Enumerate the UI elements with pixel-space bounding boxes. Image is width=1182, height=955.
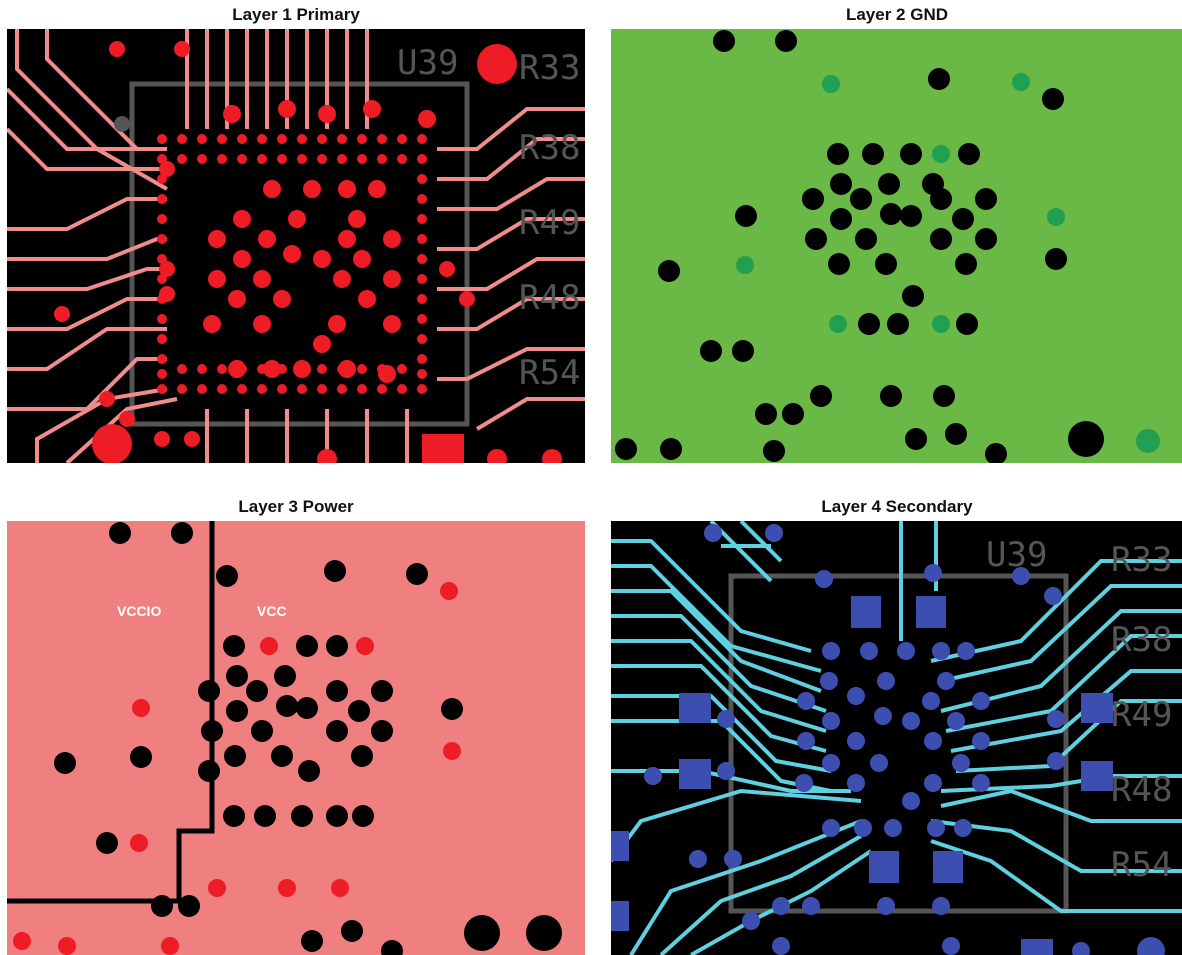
silk-r33: R33 <box>1111 540 1172 580</box>
secondary-pads <box>611 524 1165 955</box>
layer-3-title: Layer 3 Power <box>238 497 354 516</box>
silk-r49: R49 <box>519 203 580 243</box>
layer-2-title: Layer 2 GND <box>845 5 949 24</box>
component-outline <box>728 573 1069 914</box>
silk-r48: R48 <box>1111 770 1172 810</box>
layer-1-title: Layer 1 Primary <box>232 5 360 24</box>
silk-r49: R49 <box>1111 695 1172 735</box>
power-connected-vias <box>13 582 461 955</box>
layer-1-board-view: U39 R33 R38 R49 R48 R54 <box>7 29 585 463</box>
layer-2-board-view <box>611 29 1182 463</box>
silk-ref: U39 <box>986 535 1047 575</box>
silk-r33: R33 <box>519 48 580 88</box>
trace-group <box>7 29 585 463</box>
silk-r54: R54 <box>519 353 580 393</box>
vcc-label: VCC <box>257 603 287 619</box>
bga-pad-grid <box>157 134 427 394</box>
component-outline <box>129 81 470 427</box>
silk-ref: U39 <box>397 43 458 83</box>
layer-4-board-view: U39 R33 R38 R49 R48 R54 <box>611 521 1182 955</box>
silk-r48: R48 <box>519 278 580 318</box>
layer-4-title: Layer 4 Secondary <box>821 497 973 516</box>
silk-r38: R38 <box>519 128 580 168</box>
gnd-connected-vias <box>736 73 1160 453</box>
power-antipad-vias <box>54 522 562 955</box>
silk-r54: R54 <box>1111 845 1172 885</box>
silk-r38: R38 <box>1111 620 1172 660</box>
gnd-antipad-vias <box>615 30 1104 463</box>
layer-3-board-view: VCCIO VCC <box>7 521 585 955</box>
inner-pads <box>54 41 562 463</box>
vccio-label: VCCIO <box>117 603 161 619</box>
